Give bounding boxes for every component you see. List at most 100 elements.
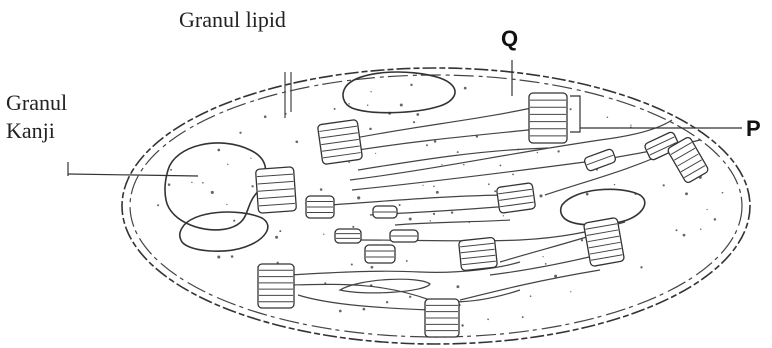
stroma-dot — [239, 132, 241, 134]
stroma-dot — [430, 220, 431, 221]
stroma-dot — [352, 226, 354, 228]
granum-outline — [365, 245, 395, 263]
stroma-dot — [211, 191, 214, 194]
stroma-dot — [630, 125, 631, 126]
starch-granule-large — [165, 143, 266, 230]
starch-granule-small — [180, 212, 268, 251]
stroma-dot — [251, 185, 253, 187]
stroma-dot — [357, 196, 360, 199]
stroma-dot — [545, 263, 547, 265]
stroma-dot — [413, 121, 415, 123]
stroma-dot — [369, 128, 372, 131]
stroma-dot — [461, 324, 463, 326]
granum-outline — [335, 229, 361, 243]
stroma-dot — [231, 255, 234, 258]
stroma-dot — [191, 182, 192, 183]
stroma-dot — [348, 103, 349, 104]
stroma-dot — [334, 108, 336, 110]
granum-stack — [256, 167, 297, 214]
stroma-dot — [157, 204, 159, 206]
stroma-dot — [512, 174, 514, 176]
granum-stack — [390, 230, 418, 242]
stroma-dot — [700, 229, 701, 230]
starch-granule-top — [343, 72, 455, 113]
granum-stack — [365, 245, 395, 263]
stroma-dot — [170, 169, 172, 171]
stroma-dot — [409, 296, 411, 298]
stroma-dot — [499, 164, 501, 166]
stroma-dot — [410, 84, 412, 86]
stroma-dot — [168, 183, 171, 186]
stroma-dot — [463, 164, 465, 166]
stroma-dot — [433, 185, 435, 187]
stroma-dot — [640, 266, 642, 268]
stroma-dot — [433, 213, 435, 215]
granum-stack — [459, 237, 498, 271]
label-q: Q — [501, 26, 518, 51]
stroma-dot — [275, 236, 278, 239]
granum-stack — [335, 229, 361, 243]
label-granul: Granul — [6, 90, 67, 115]
stroma-dot — [400, 104, 403, 107]
stroma-dot — [363, 308, 366, 311]
stroma-dot — [663, 184, 665, 186]
stroma-dot — [217, 255, 220, 258]
stroma-dot — [416, 113, 419, 116]
granum-stack — [584, 148, 617, 171]
stroma-dot — [488, 183, 490, 185]
stroma-dot — [570, 108, 572, 110]
stroma-dot — [570, 291, 571, 292]
label-p: P — [746, 116, 761, 141]
granum-bracket — [570, 96, 580, 132]
stroma-dot — [264, 115, 267, 118]
stroma-dot — [422, 185, 423, 186]
stroma-dot — [706, 209, 707, 210]
stroma-dot — [339, 310, 342, 313]
stroma-dot — [226, 204, 227, 205]
stroma-dots — [157, 84, 723, 327]
stroma-dot — [295, 140, 298, 143]
stroma-dot — [714, 218, 717, 221]
stroma-dot — [320, 188, 323, 191]
stroma-dot — [436, 191, 439, 194]
stroma-dot — [676, 229, 678, 231]
stroma-dot — [367, 104, 368, 105]
stroma-dot — [409, 218, 412, 221]
stroma-dot — [406, 260, 408, 262]
stroma-dot — [279, 230, 281, 232]
stroma-dot — [323, 234, 324, 235]
stroma-dot — [426, 144, 428, 146]
stroma-dot — [557, 150, 559, 152]
label-granul-lipid: Granul lipid — [179, 7, 286, 32]
stroma-dot — [227, 164, 228, 165]
stroma-dot — [522, 316, 524, 318]
granum-stack — [258, 264, 294, 308]
stroma-dot — [375, 153, 376, 154]
stroma-dot — [494, 190, 496, 192]
stroma-dot — [685, 192, 688, 195]
stroma-dot — [554, 275, 557, 278]
granum-outline — [583, 217, 624, 266]
label-kanji: Kanji — [6, 118, 55, 143]
stroma-dot — [464, 87, 467, 90]
stroma-dot — [351, 263, 353, 265]
leader-lines — [68, 60, 742, 176]
stroma-dot — [386, 301, 388, 303]
stroma-dot — [722, 192, 724, 194]
stroma-dot — [456, 285, 459, 288]
stroma-dot — [250, 158, 251, 159]
granum-stack — [583, 217, 624, 266]
stroma-dot — [233, 220, 235, 222]
stroma-dot — [537, 152, 539, 154]
granum-stack — [425, 299, 459, 337]
stroma-dot — [371, 266, 374, 269]
granum-stack — [496, 183, 535, 214]
leader-starch — [68, 174, 198, 176]
stroma-dot — [614, 184, 615, 185]
granum-outline — [459, 237, 498, 271]
stroma-dot — [202, 182, 204, 184]
stroma-dot — [370, 91, 371, 92]
stroma-dot — [451, 211, 453, 213]
stroma-dot — [581, 239, 583, 241]
